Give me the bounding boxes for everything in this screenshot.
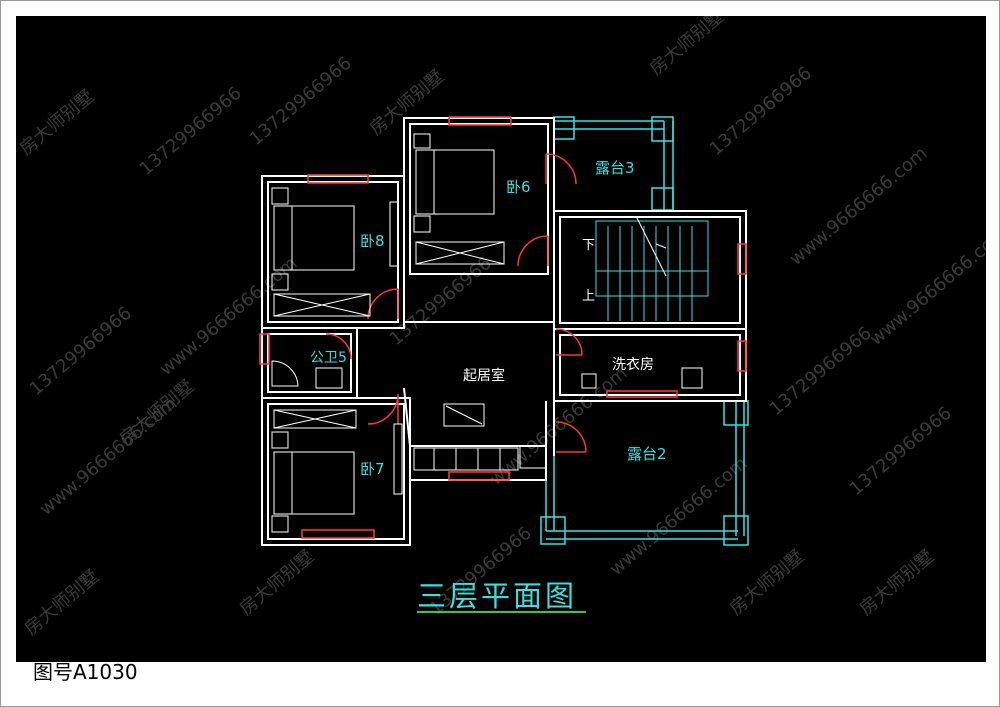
label-bedroom-6: 卧6 (506, 178, 531, 196)
floor-plan: 房大师别墅 13729966966 13729966966 www.966666… (16, 16, 986, 640)
room-labels: 卧6 卧8 卧7 公卫5 洗衣房 起居室 露台3 露台2 下 上 (310, 159, 667, 478)
watermark-brand: 房大师别墅 (21, 566, 103, 640)
label-terrace-3: 露台3 (595, 159, 635, 177)
watermark-site: www.9666666.com (866, 223, 986, 350)
furniture (271, 133, 703, 533)
watermark-brand: 房大师别墅 (726, 546, 808, 620)
drawing-number: 图号A1030 (33, 660, 138, 684)
label-bedroom-8: 卧8 (360, 232, 385, 250)
watermark-phone: 13729966966 (706, 63, 816, 160)
label-stair-down: 下 (582, 238, 595, 253)
watermark-brand: 房大师别墅 (16, 86, 98, 160)
watermark-brand: 房大师别墅 (646, 16, 728, 80)
watermark-phone: 13729966966 (846, 403, 956, 500)
doors (325, 153, 587, 453)
watermark-phone: 13729966966 (386, 253, 496, 350)
windows (259, 116, 747, 539)
staircase (595, 215, 709, 321)
watermark-brand: 房大师别墅 (116, 376, 198, 450)
title-underline (417, 611, 586, 613)
terrace-3 (553, 116, 674, 211)
cad-canvas: 房大师别墅 13729966966 13729966966 www.966666… (16, 16, 986, 662)
terrace-2 (540, 400, 749, 546)
label-living-room: 起居室 (463, 367, 505, 384)
label-stair-up: 上 (582, 289, 595, 304)
watermark-layer: 房大师别墅 13729966966 13729966966 www.966666… (16, 16, 986, 640)
label-bedroom-7: 卧7 (360, 460, 385, 478)
watermark-site: www.9666666.com (786, 143, 932, 270)
watermark-site: www.9666666.com (486, 363, 632, 490)
watermark-brand: 房大师别墅 (236, 546, 318, 620)
label-bathroom-5: 公卫5 (310, 350, 347, 366)
watermark-brand: 房大师别墅 (366, 66, 448, 140)
watermark-phone: 13729966966 (246, 53, 356, 150)
label-laundry: 洗衣房 (612, 357, 654, 373)
walls (261, 117, 747, 546)
watermark-phone: 13729966966 (136, 83, 246, 180)
label-terrace-2: 露台2 (627, 445, 667, 463)
watermark-phone: 13729966966 (26, 303, 136, 400)
drawing-title: 三层平面图 (417, 579, 578, 613)
watermark-phone: 13729966966 (766, 323, 876, 420)
watermark-brand: 房大师别墅 (856, 546, 938, 620)
